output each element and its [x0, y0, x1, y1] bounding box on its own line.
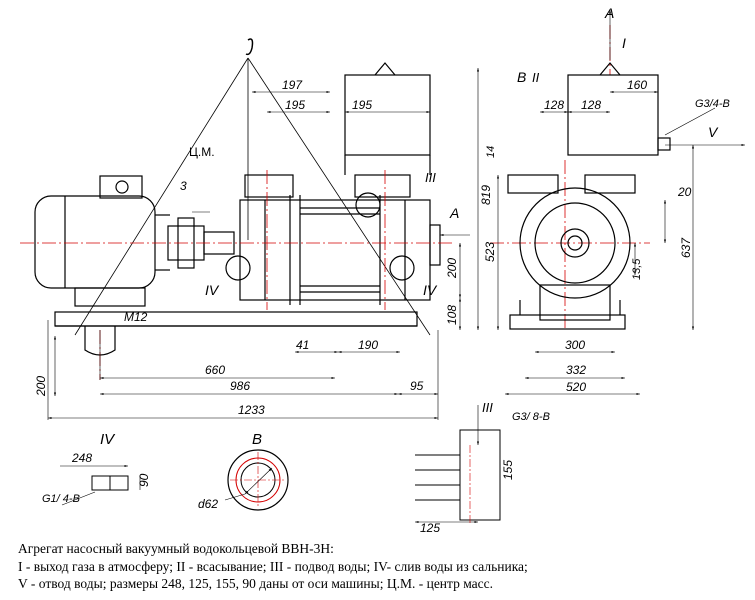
label-dim-3: 3 [180, 179, 187, 193]
drain-detail-right [389, 255, 415, 281]
label-dim-986: 986 [230, 379, 250, 393]
caption-line-1: Агрегат насосный вакуумный водокольцевой… [18, 541, 334, 556]
label-g14b: G1/ 4-B [42, 493, 80, 505]
pump-casing-outer [519, 187, 631, 299]
label-dim-200v: 200 [445, 258, 459, 279]
base-frame [54, 311, 418, 327]
suction-flange [244, 174, 294, 198]
label-g34b: G3/4-B [695, 98, 730, 110]
label-iv-detail: IV [100, 431, 116, 448]
label-dim-160: 160 [627, 78, 647, 92]
label-roman-v: V [708, 124, 719, 140]
labels: Ц.М. 3 197 195 195 819 523 200 108 M12 6… [34, 5, 730, 535]
label-dim-41: 41 [296, 338, 309, 352]
side-view [34, 38, 441, 356]
label-dim-523: 523 [483, 242, 497, 262]
label-dim-660: 660 [205, 363, 225, 377]
separator-tank [344, 74, 431, 156]
label-view-a: A [449, 205, 459, 221]
label-dim-20: 20 [677, 185, 692, 199]
label-dim-300: 300 [565, 338, 585, 352]
label-dim-520: 520 [566, 380, 586, 394]
caption: Агрегат насосный вакуумный водокольцевой… [18, 540, 748, 593]
pump-casing-mid [534, 202, 616, 284]
front-view [507, 62, 671, 330]
motor-body [34, 195, 156, 289]
motor-foot [74, 287, 146, 307]
sling-right [247, 57, 431, 336]
label-dim-200left: 200 [34, 376, 48, 397]
front-flange-right [584, 174, 636, 194]
front-base [509, 314, 626, 330]
label-dim-819: 819 [479, 185, 493, 205]
label-d62: d62 [198, 497, 218, 511]
motor-eye [115, 180, 129, 194]
front-pedestal [539, 284, 611, 321]
label-dim-108: 108 [445, 305, 459, 325]
label-dim-197: 197 [282, 78, 303, 92]
label-dim-637: 637 [679, 237, 693, 258]
label-dim-155: 155 [501, 460, 515, 480]
dimensions-front [440, 10, 745, 396]
lifting-hook [245, 38, 254, 56]
label-dim-1233: 1233 [238, 403, 265, 417]
label-dim-125: 125 [420, 521, 440, 535]
caption-line-3: V - отвод воды; размеры 248, 125, 155, 9… [18, 576, 494, 591]
label-dim-128b: 128 [581, 98, 601, 112]
label-side-b: B [517, 69, 526, 85]
label-iii-detail: III [482, 400, 493, 415]
label-dim-248: 248 [71, 451, 92, 465]
label-dim-90: 90 [137, 473, 151, 487]
label-roman-iii: III [425, 170, 436, 185]
front-tank [567, 74, 659, 156]
label-b-detail: B [252, 431, 262, 448]
label-dim-128a: 128 [544, 98, 564, 112]
detail-iv [60, 464, 141, 506]
label-cm: Ц.М. [189, 145, 215, 159]
pump-body [239, 199, 431, 301]
label-dim-195b: 195 [352, 98, 372, 112]
detail-iii [415, 405, 501, 525]
pump-shaft [560, 228, 590, 258]
label-roman-iv-left: IV [205, 282, 220, 298]
dimensions-side [47, 68, 500, 420]
label-dim-135: 13,5 [631, 258, 643, 280]
vacuum-pump-drawing: Ц.М. 3 197 195 195 819 523 200 108 M12 6… [20, 5, 745, 535]
caption-line-2: I - выход газа в атмосферу; II - всасыва… [18, 558, 528, 574]
motor-terminal-box [99, 175, 143, 199]
label-dim-14: 14 [485, 146, 497, 158]
label-dim-m12: M12 [124, 310, 148, 324]
water-inlet-detail [355, 192, 381, 218]
label-side-a: A [604, 5, 614, 21]
sling-left [74, 57, 249, 336]
label-roman-iv-right: IV [423, 282, 438, 298]
drain-detail-left [225, 255, 251, 281]
front-flange-left [507, 174, 559, 194]
label-side-i: I [622, 35, 626, 51]
label-dim-195a: 195 [285, 98, 305, 112]
label-dim-332: 332 [566, 363, 586, 377]
label-side-ii: II [532, 70, 540, 85]
detail-b [224, 449, 289, 511]
label-dim-95: 95 [410, 379, 424, 393]
label-dim-190: 190 [358, 338, 378, 352]
label-g18b: G3/ 8-B [512, 411, 550, 423]
discharge-flange [354, 174, 411, 198]
